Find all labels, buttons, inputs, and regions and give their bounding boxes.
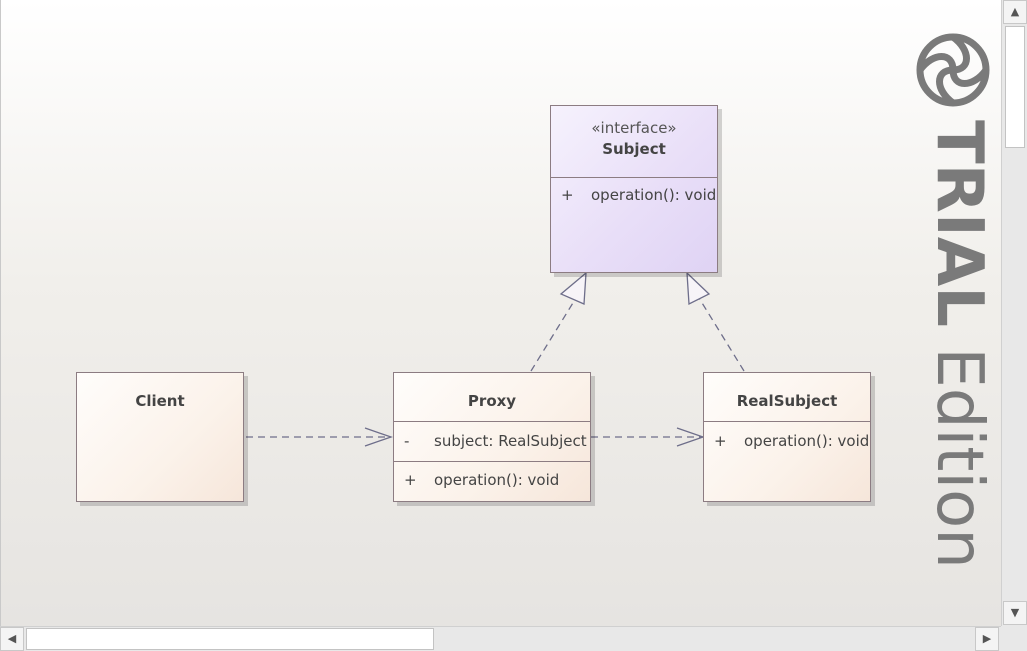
class-name: Proxy [467, 392, 517, 410]
class-name: Client [135, 392, 185, 410]
operation-item[interactable]: + operation(): void [561, 186, 717, 204]
visibility-marker: - [404, 432, 410, 450]
class-subject-header: «interface» Subject [551, 106, 717, 160]
visibility-marker: + [404, 471, 417, 489]
operations-compartment: + operation(): void [551, 177, 717, 273]
visibility-marker: + [561, 186, 574, 204]
class-subject[interactable]: «interface» Subject + operation(): void [550, 105, 718, 273]
visibility-marker: + [714, 432, 727, 450]
chevron-left-icon: ◀ [7, 632, 17, 645]
operation-text: operation(): void [744, 432, 870, 450]
stereotype-label: «interface» [591, 119, 677, 137]
diagram-canvas[interactable]: «interface» Subject + operation(): void C… [0, 0, 1001, 626]
attributes-compartment: - subject: RealSubject [394, 421, 590, 462]
class-name: RealSubject [736, 392, 838, 410]
operation-item[interactable]: + operation(): void [404, 471, 590, 489]
operations-compartment: + operation(): void [704, 421, 870, 502]
operation-text: operation(): void [434, 471, 560, 489]
operations-compartment: + operation(): void [394, 461, 590, 502]
watermark-normal: Edition [922, 327, 996, 569]
realization-realsubject-subject[interactable] [698, 297, 745, 372]
class-proxy[interactable]: Proxy - subject: RealSubject + operation()… [393, 372, 591, 502]
scroll-down-button[interactable]: ▼ [1003, 601, 1027, 625]
operation-item[interactable]: + operation(): void [714, 432, 870, 450]
vertical-scroll-thumb[interactable] [1005, 26, 1025, 148]
chevron-right-icon: ▶ [982, 632, 992, 645]
realization-proxy-subject[interactable] [530, 297, 577, 372]
chevron-up-icon: ▲ [1010, 5, 1020, 18]
operation-text: operation(): void [591, 186, 717, 204]
horizontal-scroll-thumb[interactable] [26, 628, 434, 650]
class-realsubject-header: RealSubject [704, 373, 870, 412]
scrollbar-corner [1001, 626, 1027, 651]
scroll-up-button[interactable]: ▲ [1003, 0, 1027, 24]
attribute-item[interactable]: - subject: RealSubject [404, 432, 590, 450]
class-realsubject[interactable]: RealSubject + operation(): void [703, 372, 871, 502]
horizontal-scrollbar[interactable]: ◀ ▶ [0, 626, 1001, 651]
trial-edition-watermark: TRIAL Edition [922, 120, 996, 569]
watermark-bold: TRIAL [922, 120, 996, 328]
scroll-right-button[interactable]: ▶ [975, 627, 999, 651]
class-proxy-header: Proxy [394, 373, 590, 412]
vertical-scrollbar[interactable]: ▲ ▼ [1001, 0, 1027, 626]
sparx-logo-icon [916, 33, 990, 107]
realization-arrowhead-proxy [559, 271, 587, 305]
connectors-layer [246, 271, 745, 447]
class-name: Subject [602, 140, 666, 158]
chevron-down-icon: ▼ [1010, 606, 1020, 619]
realization-arrowhead-realsubject [686, 271, 711, 306]
attribute-text: subject: RealSubject [434, 432, 587, 450]
dependency-arrowhead-client-proxy [364, 427, 393, 447]
scroll-left-button[interactable]: ◀ [0, 627, 24, 651]
class-client[interactable]: Client [76, 372, 244, 502]
class-client-header: Client [77, 373, 243, 412]
